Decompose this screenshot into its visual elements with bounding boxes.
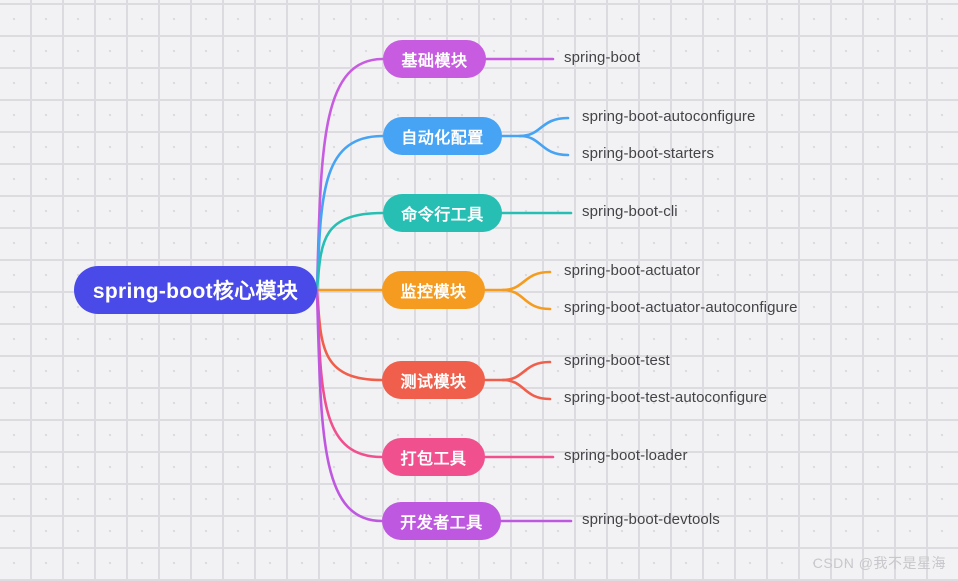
leaf-connector-4-0 — [501, 360, 552, 382]
branch-node-4[interactable]: 测试模块 — [382, 361, 485, 399]
branch-connector-1 — [315, 134, 385, 292]
leaf-label-1-0[interactable]: spring-boot-autoconfigure — [582, 108, 756, 125]
root-node[interactable]: spring-boot核心模块 — [74, 266, 317, 314]
leaf-label-4-0[interactable]: spring-boot-test — [564, 352, 670, 369]
leaf-label-4-1[interactable]: spring-boot-test-autoconfigure — [564, 389, 768, 406]
branch-connector-2 — [315, 211, 385, 292]
leaf-label-3-0[interactable]: spring-boot-actuator — [564, 262, 701, 279]
leaf-connector-1-1 — [518, 134, 570, 157]
leaf-label-2-0[interactable]: spring-boot-cli — [582, 203, 678, 220]
branch-node-6[interactable]: 开发者工具 — [382, 502, 501, 540]
leaf-label-5-0[interactable]: spring-boot-loader — [564, 447, 688, 464]
branch-node-3[interactable]: 监控模块 — [382, 271, 485, 309]
branch-node-0[interactable]: 基础模块 — [383, 40, 486, 78]
branch-connector-4 — [315, 288, 384, 382]
branch-node-5[interactable]: 打包工具 — [382, 438, 485, 476]
leaf-label-6-0[interactable]: spring-boot-devtools — [582, 511, 720, 528]
leaf-connector-1-0 — [518, 116, 570, 138]
branch-connector-6 — [315, 288, 384, 523]
watermark: CSDN @我不是星海 — [812, 555, 946, 571]
branch-node-2[interactable]: 命令行工具 — [383, 194, 502, 232]
leaf-connector-3-0 — [501, 270, 552, 292]
branch-connector-5 — [315, 288, 384, 459]
leaf-label-3-1[interactable]: spring-boot-actuator-autoconfigure — [564, 299, 798, 316]
leaf-connector-3-1 — [501, 288, 552, 311]
branch-node-1[interactable]: 自动化配置 — [383, 117, 502, 155]
leaf-label-0-0[interactable]: spring-boot — [564, 49, 641, 66]
leaf-connector-4-1 — [501, 378, 552, 401]
leaf-label-1-1[interactable]: spring-boot-starters — [582, 145, 715, 162]
branch-connector-0 — [315, 57, 385, 292]
